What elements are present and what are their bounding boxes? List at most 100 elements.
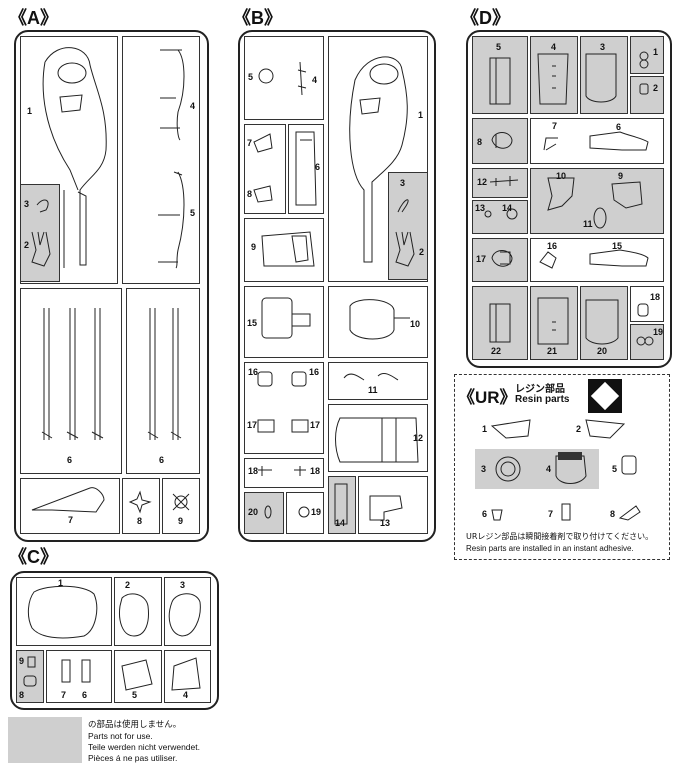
part-number-b-16b: 16 <box>309 367 320 377</box>
part-number-d-15: 15 <box>612 241 623 251</box>
part-number-c-6: 6 <box>82 690 88 700</box>
part-number-c-2: 2 <box>125 580 131 590</box>
part-number-d-3: 3 <box>600 42 606 52</box>
sprue-b-cell-18 <box>244 458 324 488</box>
part-number-d-17: 17 <box>476 254 487 264</box>
part-number-a-5: 5 <box>190 208 196 218</box>
sprue-a-cell-tail <box>20 478 120 534</box>
sprue-d-cell-3 <box>580 36 628 114</box>
sprue-d-cell-9-11 <box>530 168 664 234</box>
resin-part-8: 8 <box>610 509 616 519</box>
part-number-a-9: 9 <box>178 516 184 526</box>
part-number-b-6: 6 <box>315 162 321 172</box>
part-number-c-9: 9 <box>19 656 25 666</box>
sprue-d-cell-17 <box>472 238 528 282</box>
part-number-b-18b: 18 <box>310 466 321 476</box>
part-number-d-5: 5 <box>496 42 502 52</box>
part-number-a-2: 2 <box>24 240 30 250</box>
resin-parts-box <box>454 374 670 560</box>
part-number-d-19: 19 <box>653 327 664 337</box>
resin-note-en: Resin parts are installed in an instant … <box>466 544 634 553</box>
part-number-a-4: 4 <box>190 101 196 111</box>
sprue-a-cell-part9 <box>162 478 200 534</box>
sprue-b-cell-4-5 <box>244 36 324 120</box>
sprue-d-cell-6-7 <box>530 118 664 164</box>
sprue-c-cell-5 <box>114 650 162 703</box>
part-number-d-11: 11 <box>583 219 593 229</box>
part-number-b-8: 8 <box>247 189 253 199</box>
legend-text-de: Teile werden nicht verwendet. <box>88 742 200 752</box>
sprue-d-cell-20 <box>580 286 628 360</box>
sprue-b-cell-11 <box>328 362 428 400</box>
part-number-a-1: 1 <box>27 106 33 116</box>
sprue-b-cell-10 <box>328 286 428 358</box>
part-number-c-4: 4 <box>183 690 189 700</box>
part-number-c-3: 3 <box>180 580 186 590</box>
sprue-b-cell-unused <box>388 172 428 280</box>
part-number-a-6a: 6 <box>67 455 73 465</box>
sprue-a-cell-part8 <box>122 478 160 534</box>
resin-title-en: Resin parts <box>515 394 570 405</box>
resin-part-5: 5 <box>612 464 618 474</box>
part-number-d-12: 12 <box>477 177 488 187</box>
part-number-b-7: 7 <box>247 138 253 148</box>
part-number-d-13: 13 <box>475 203 486 213</box>
sprue-d-cell-8 <box>472 118 528 164</box>
part-number-d-6: 6 <box>616 122 622 132</box>
part-number-d-10: 10 <box>556 171 567 181</box>
tree-b-label: 《B》 <box>233 8 282 28</box>
sprue-d-cell-13-14 <box>472 200 528 234</box>
sprue-a-cell-unused <box>20 184 60 282</box>
part-number-b-12: 12 <box>413 433 424 443</box>
part-number-d-9: 9 <box>618 171 624 181</box>
part-number-b-4: 4 <box>312 75 318 85</box>
part-number-d-1: 1 <box>653 47 659 57</box>
part-number-b-18a: 18 <box>248 466 259 476</box>
sprue-a-cell-skids <box>122 36 200 284</box>
part-number-b-2: 2 <box>419 247 425 257</box>
sprue-d-cell-2 <box>630 76 664 114</box>
sprue-b-cell-16-17 <box>244 362 324 454</box>
tree-a-label: 《A》 <box>9 8 58 28</box>
sprue-d-cell-5 <box>472 36 528 114</box>
resin-part-1: 1 <box>482 424 488 434</box>
sprue-c-cell-4 <box>164 650 211 703</box>
legend-text-jp: の部品は使用しません。 <box>88 720 182 730</box>
part-number-d-2: 2 <box>653 83 659 93</box>
resin-title-jp: レジン部品 <box>515 384 565 395</box>
part-number-d-16: 16 <box>547 241 558 251</box>
sprue-b-cell-20 <box>244 492 284 534</box>
part-number-a-8: 8 <box>137 516 143 526</box>
resin-part-4: 4 <box>546 464 552 474</box>
part-number-d-14: 14 <box>502 203 513 213</box>
part-number-d-8: 8 <box>477 137 483 147</box>
tree-d-label: 《D》 <box>461 8 510 28</box>
part-number-b-1: 1 <box>418 110 424 120</box>
part-number-d-4: 4 <box>551 42 557 52</box>
sprue-b-cell-9 <box>244 218 324 282</box>
part-number-d-22: 22 <box>491 346 502 356</box>
part-number-b-17a: 17 <box>247 420 258 430</box>
resin-emblem <box>588 379 622 413</box>
sprue-a-cell-rotors-right <box>126 288 200 474</box>
resin-note-jp: URレジン部品は瞬間接着剤で取り付けてください。 <box>466 532 654 541</box>
part-number-b-15: 15 <box>247 318 258 328</box>
sprue-d-cell-12 <box>472 168 528 198</box>
part-number-d-7: 7 <box>552 121 558 131</box>
part-number-c-1: 1 <box>58 578 64 588</box>
sprue-b-cell-15 <box>244 286 324 358</box>
sprue-b-cell-12 <box>328 404 428 472</box>
legend-swatch <box>8 717 82 763</box>
resin-part-6: 6 <box>482 509 488 519</box>
part-number-c-7: 7 <box>61 690 67 700</box>
part-number-b-14: 14 <box>335 518 346 528</box>
part-number-a-6b: 6 <box>159 455 165 465</box>
sprue-c-cell-1 <box>16 577 112 646</box>
legend-text-en: Parts not for use. <box>88 731 153 741</box>
part-number-c-8: 8 <box>19 690 25 700</box>
part-number-b-19: 19 <box>311 507 322 517</box>
sprue-d-cell-1 <box>630 36 664 74</box>
part-number-d-18: 18 <box>650 292 661 302</box>
resin-badge: 《UR》 <box>458 388 517 407</box>
